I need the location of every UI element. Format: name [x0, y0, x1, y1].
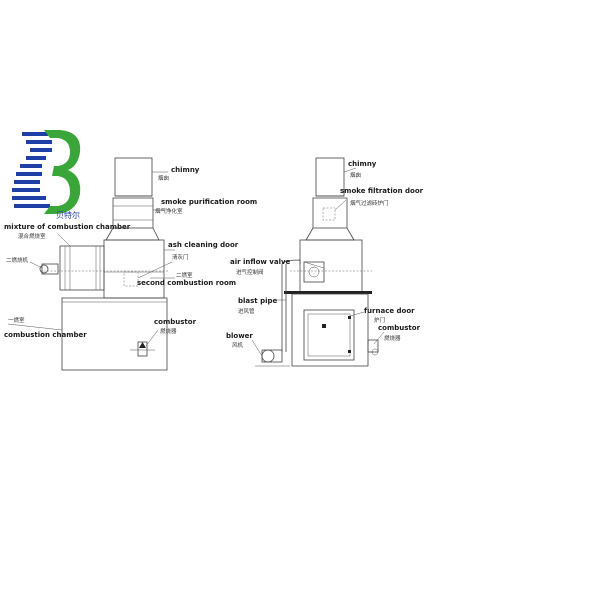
- label-first-chamber-cn: 一燃室: [8, 316, 25, 324]
- right-furnace-door: [303, 309, 355, 361]
- label-smoke-filtration-door-cn: 烟气过滤砖炉门: [350, 199, 389, 207]
- right-smoke-filtration: [312, 197, 348, 229]
- left-combustor: [130, 341, 155, 357]
- left-second-combustion-room: [103, 239, 165, 299]
- label-ash-cleaning-door-cn: 清灰门: [172, 253, 189, 261]
- label-smoke-filtration-door: smoke filtration door: [340, 187, 424, 195]
- label-mixture-cn: 混合燃烧室: [18, 232, 46, 240]
- label-air-inflow-valve-cn: 进气控制阀: [236, 268, 264, 276]
- label-right-combustor: combustor: [378, 324, 421, 332]
- left-smoke-purification-room: [112, 197, 154, 229]
- label-smoke-purification-room-cn: 烟气净化室: [155, 207, 183, 215]
- label-blower: blower: [226, 332, 253, 340]
- label-left-chimny-cn: 烟囱: [158, 174, 169, 182]
- logo-green-b: [44, 130, 81, 214]
- label-ash-cleaning-door: ash cleaning door: [168, 241, 239, 249]
- right-combustor: [367, 339, 379, 356]
- left-view: chimny 烟囱 smoke purification room 烟气净化室 …: [4, 157, 257, 371]
- left-combustion-chamber: [61, 297, 168, 371]
- logo-blue-stripes: [12, 132, 52, 208]
- label-left-combustor: combustor: [154, 318, 197, 326]
- logo-text: 贝特尔: [56, 210, 80, 220]
- label-mixture-of-combustion-chamber: mixture of combustion chamber: [4, 223, 131, 231]
- label-furnace-door-cn: 炉门: [374, 316, 385, 324]
- label-blower-cn: 风机: [232, 341, 244, 349]
- label-second-combustion-room: second combustion room: [137, 279, 236, 287]
- label-furnace-door: furnace door: [364, 307, 415, 315]
- left-mixture-chamber: [59, 245, 105, 291]
- left-ash-cleaning-door: [123, 271, 139, 287]
- left-second-burner: [41, 263, 59, 275]
- label-right-chimny-cn: 烟囱: [350, 171, 361, 179]
- label-combustion-chamber: combustion chamber: [4, 331, 87, 339]
- label-blast-pipe: blast pipe: [238, 297, 278, 305]
- label-left-chimny: chimny: [171, 166, 200, 174]
- label-left-combustor-cn: 燃烧器: [160, 327, 177, 335]
- right-view: chimny 烟囱 smoke filtration door 烟气过滤砖炉门 …: [226, 157, 424, 367]
- right-smoke-filtration-door: [322, 207, 336, 221]
- label-second-burner-cn: 二燃烧机: [6, 256, 29, 264]
- label-smoke-purification-room: smoke purification room: [161, 198, 257, 206]
- company-logo: 贝特尔: [12, 130, 81, 220]
- label-second-chamber-cn: 二燃室: [176, 271, 193, 279]
- label-right-chimny: chimny: [348, 160, 377, 168]
- right-lower-body: [291, 293, 369, 367]
- label-right-combustor-cn: 燃烧器: [384, 334, 401, 342]
- label-air-inflow-valve: air inflow valve: [230, 258, 291, 266]
- right-upper-chamber: [299, 239, 363, 293]
- right-blower: [255, 349, 290, 367]
- right-top-plate: [284, 291, 372, 294]
- left-chimney: [114, 157, 153, 197]
- right-air-inflow-valve: [303, 261, 325, 283]
- label-blast-pipe-cn: 进风管: [238, 307, 255, 315]
- right-blast-pipe: [281, 259, 301, 352]
